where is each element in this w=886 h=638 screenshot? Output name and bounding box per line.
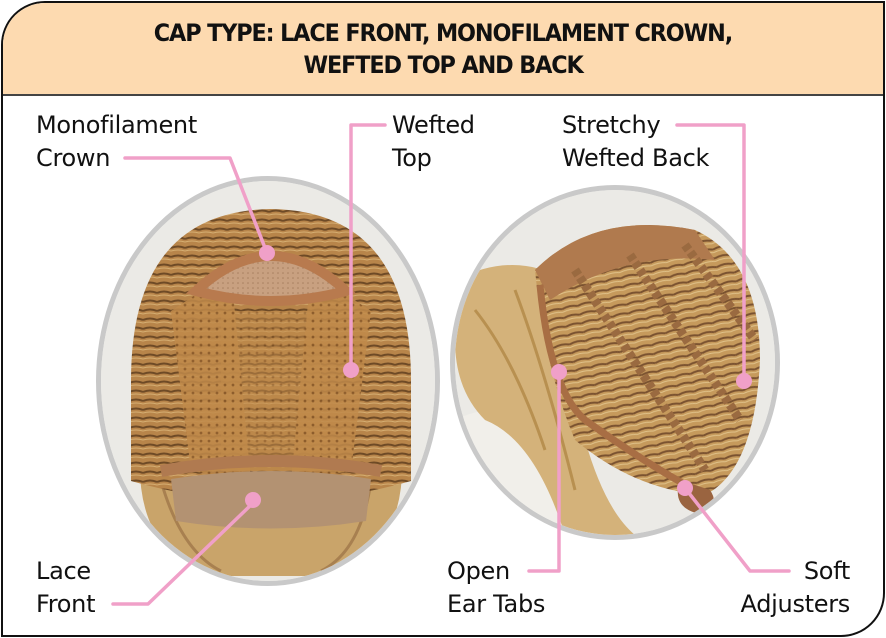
label-stretchy-wefted-back: Stretchy Wefted Back [562,109,709,175]
callout-line-stretchy-wefted-back [675,123,746,383]
label-line: Top [392,144,432,172]
label-line: Soft [803,557,850,585]
callout-dot-wefted-top [343,362,359,378]
label-monofilament-crown: Monofilament Crown [36,109,197,175]
callout-line-soft-adjusters [683,486,791,573]
label-lace-front: Lace Front [36,555,96,621]
callout-dot-stretchy-wefted-back [736,373,752,389]
label-line: Wefted [392,111,475,139]
callout-dot-monofilament-crown [259,245,275,261]
label-line: Wefted Back [562,144,710,172]
label-line: Crown [36,144,111,172]
label-line: Open [447,557,510,585]
callout-line-monofilament-crown [123,156,269,255]
callout-line-lace-front [111,501,255,606]
title-line-2: WEFTED TOP AND BACK [303,50,583,79]
callout-line-wefted-top [349,123,387,372]
callout-dot-open-ear-tabs [551,364,567,380]
title-banner: CAP TYPE: LACE FRONT, MONOFILAMENT CROWN… [3,3,883,96]
label-line: Monofilament [36,111,197,139]
label-line: Ear Tabs [447,590,546,618]
callout-line-open-ear-tabs [527,370,561,573]
title-line-1: CAP TYPE: LACE FRONT, MONOFILAMENT CROWN… [153,18,733,47]
label-line: Adjusters [740,590,851,618]
label-soft-adjusters: Soft Adjusters [740,555,851,621]
label-line: Stretchy [562,111,661,139]
label-open-ear-tabs: Open Ear Tabs [447,555,545,621]
callout-dot-lace-front [245,492,261,508]
callout-dot-soft-adjusters [677,480,693,496]
label-wefted-top: Wefted Top [392,109,475,175]
label-line: Lace [36,557,91,585]
label-line: Front [36,590,96,618]
